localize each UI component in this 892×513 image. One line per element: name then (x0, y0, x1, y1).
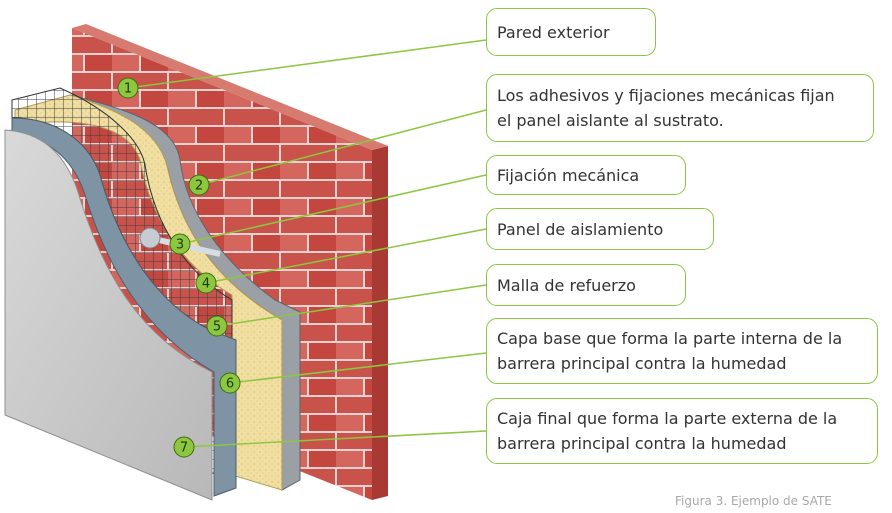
marker-circle-2 (188, 174, 210, 196)
marker-3: 3 (169, 233, 191, 255)
callout-capa-base: Capa base que forma la parte interna de … (486, 318, 878, 384)
marker-2: 2 (188, 174, 210, 196)
callout-3-line-1: Fijación mecánica (497, 165, 640, 185)
callout-adhesivos: Los adhesivos y fijaciones mecánicas fij… (486, 74, 874, 142)
callout-7-line-1: Caja final que forma la parte externa de… (497, 409, 838, 428)
marker-1: 1 (117, 77, 139, 99)
callout-connectors (127, 39, 487, 448)
marker-4: 4 (195, 272, 217, 294)
marker-number-5: 5 (213, 320, 221, 335)
marker-7: 7 (173, 436, 195, 458)
marker-circle-7 (173, 436, 195, 458)
callout-7-line-2: barrera principal contra la humedad (497, 434, 787, 453)
connector-line-6 (229, 352, 487, 384)
callout-2-line-1: Los adhesivos y fijaciones mecánicas fij… (497, 86, 835, 105)
callout-panel-aislamiento: Panel de aislamiento (486, 208, 714, 250)
connector-line-1 (127, 39, 487, 89)
callout-pared-exterior: Pared exterior (486, 8, 656, 56)
figure-caption: Figura 3. Ejemplo de SATE (675, 494, 832, 508)
connector-line-2 (198, 109, 487, 186)
marker-number-6: 6 (226, 377, 234, 392)
callout-1-line-1: Pared exterior (497, 22, 610, 42)
number-markers: 1 2 3 4 5 6 7 (117, 77, 241, 458)
base-coat (11, 117, 237, 497)
marker-number-7: 7 (180, 441, 188, 456)
marker-number-3: 3 (176, 238, 184, 253)
marker-number-2: 2 (195, 179, 203, 194)
marker-number-4: 4 (202, 277, 210, 292)
callout-6-line-2: barrera principal contra la humedad (497, 354, 787, 373)
marker-circle-6 (219, 372, 241, 394)
callout-6-line-1: Capa base que forma la parte interna de … (497, 329, 843, 348)
marker-5: 5 (206, 315, 228, 337)
finish-coat (4, 129, 213, 501)
marker-number-1: 1 (124, 82, 132, 97)
connector-line-5 (216, 284, 487, 327)
marker-circle-3 (169, 233, 191, 255)
callout-fijacion-mecanica: Fijación mecánica (486, 155, 686, 195)
callout-malla-refuerzo: Malla de refuerzo (486, 264, 686, 306)
connector-line-4 (205, 228, 487, 284)
marker-circle-4 (195, 272, 217, 294)
connector-line-7 (183, 430, 487, 448)
callout-5-line-1: Malla de refuerzo (497, 275, 636, 295)
marker-circle-1 (117, 77, 139, 99)
connector-line-3 (179, 174, 487, 245)
callout-4-line-1: Panel de aislamiento (497, 219, 664, 239)
marker-6: 6 (219, 372, 241, 394)
callout-2-line-2: el panel aislante al sustrato. (497, 111, 724, 130)
marker-circle-5 (206, 315, 228, 337)
callout-capa-final: Caja final que forma la parte externa de… (486, 398, 878, 464)
